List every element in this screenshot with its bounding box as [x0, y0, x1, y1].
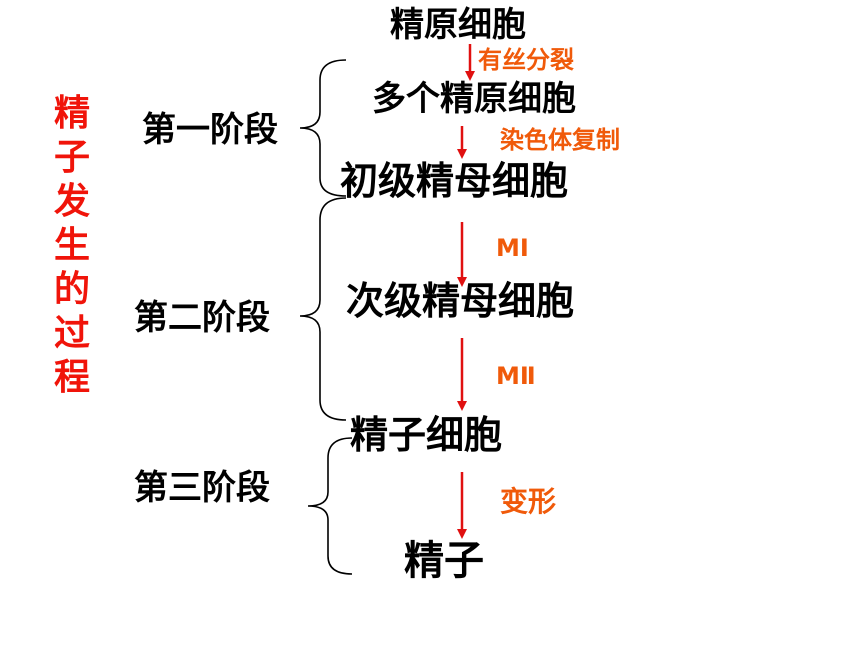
arrowhead-2 [457, 149, 467, 159]
brace-stage-1 [299, 59, 347, 197]
step-label-chromosome-replication: 染色体复制 [500, 126, 620, 154]
cell-spermatid: 精子细胞 [350, 413, 503, 457]
title-char: 程 [53, 357, 90, 398]
step-label-mitosis: 有丝分裂 [478, 46, 574, 74]
cell-secondary-spermatocyte: 次级精母细胞 [346, 279, 575, 323]
stage-label-1: 第一阶段 [142, 110, 278, 150]
title-char: 生 [53, 225, 90, 266]
cell-sperm: 精子 [404, 538, 484, 584]
cell-spermatogonium: 精原细胞 [390, 5, 526, 45]
brace-stage-2 [299, 197, 347, 421]
arrowhead-3 [457, 277, 467, 287]
title-char: 过 [53, 313, 90, 354]
title-char: 的 [53, 269, 90, 310]
step-label-transformation: 变形 [500, 485, 557, 518]
arrowhead-4 [457, 401, 467, 411]
stage-label-3: 第三阶段 [134, 468, 270, 508]
brace-stage-3 [307, 437, 353, 575]
arrowhead-1 [465, 71, 475, 81]
cell-primary-spermatocyte: 初级精母细胞 [340, 159, 569, 203]
title-char: 子 [53, 137, 90, 178]
title-char: 发 [53, 181, 90, 222]
stage-label-2: 第二阶段 [134, 298, 270, 338]
title-char: 精 [53, 93, 90, 134]
diagram-title: 精 子 发 生 的 过 程 [50, 92, 94, 400]
arrowhead-5 [457, 529, 467, 539]
cell-multiple-spermatogonia: 多个精原细胞 [372, 79, 576, 119]
step-label-meiosis-1: MⅠ [496, 234, 529, 262]
step-label-meiosis-2: MⅡ [496, 362, 536, 390]
